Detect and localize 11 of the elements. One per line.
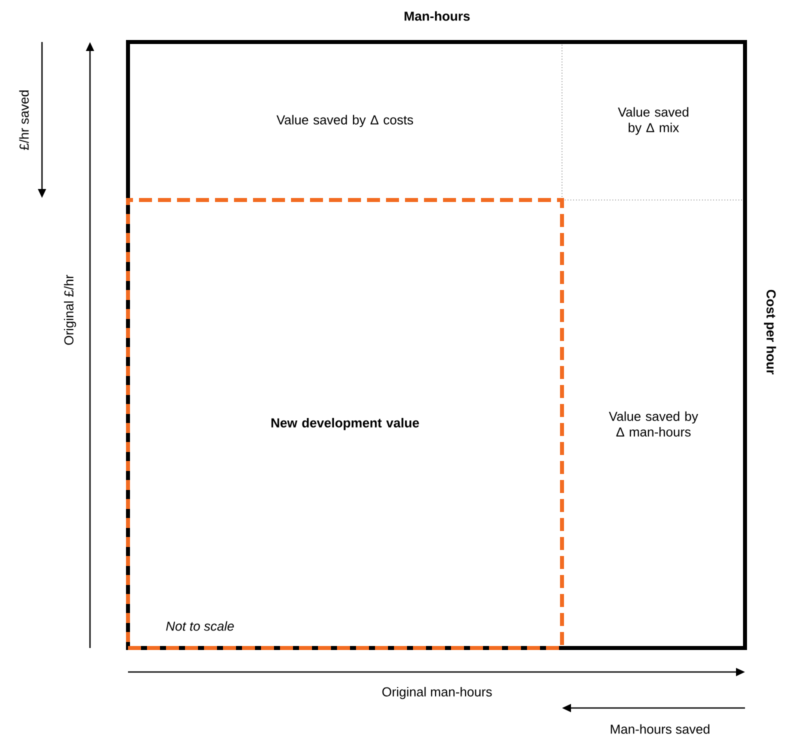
axis-label: Cost per hour <box>764 290 776 374</box>
axis-label: Original man-hours <box>382 686 492 700</box>
axis-label: Man-hours <box>404 11 470 21</box>
region-label: Value saved by Δ costs <box>276 114 414 128</box>
region-label: Value saved by Δ mix <box>618 107 688 135</box>
axis-label: Original £/hr <box>64 274 76 345</box>
note: Not to scale <box>166 621 234 631</box>
axis-label: £/hr saved <box>19 90 29 150</box>
region-label: Value saved by Δ man-hours <box>608 411 698 437</box>
chart-frame <box>126 40 747 650</box>
axis-label: Man-hours saved <box>610 724 710 734</box>
